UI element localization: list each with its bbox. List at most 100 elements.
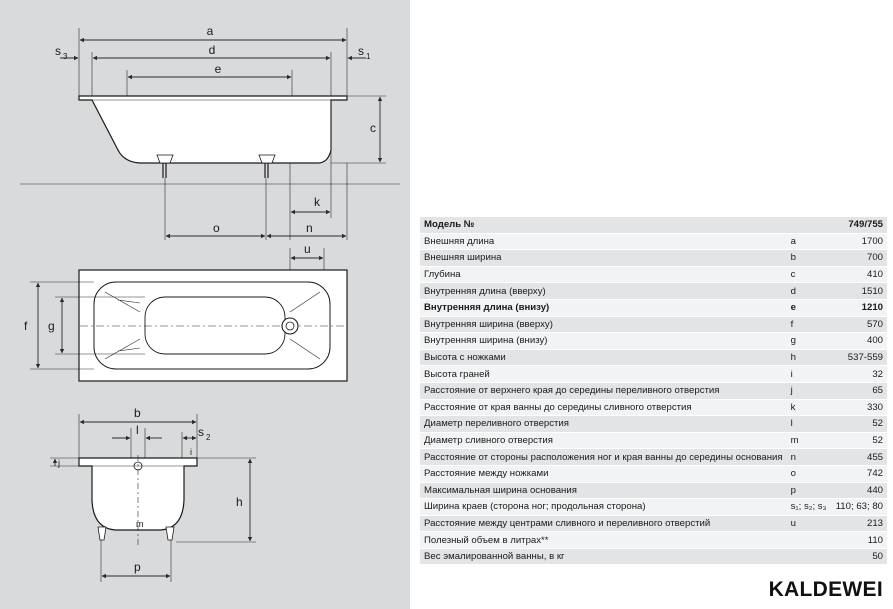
row-label: Диаметр сливного отверстия	[420, 432, 787, 450]
row-symbol	[786, 548, 832, 566]
label-l: l	[136, 423, 139, 437]
table-header-row: Модель № 749/755	[420, 217, 887, 234]
top-view-bottom	[144, 296, 286, 355]
label-j: j	[57, 458, 60, 468]
row-label: Глубина	[420, 266, 787, 284]
label-i: i	[190, 447, 192, 457]
row-symbol: n	[786, 448, 832, 466]
label-s1: s	[358, 44, 364, 58]
label-s1-sub: 1	[366, 52, 371, 61]
row-symbol: a	[786, 233, 832, 251]
label-g: g	[48, 319, 55, 333]
drain-hole	[281, 317, 299, 335]
label-n: n	[306, 221, 313, 235]
row-label: Внутренняя ширина (вверху)	[420, 316, 787, 334]
row-value: 32	[831, 365, 887, 383]
row-value: 455	[831, 448, 887, 466]
row-symbol: k	[786, 399, 832, 417]
foot-right	[258, 154, 276, 164]
row-symbol: m	[786, 432, 832, 450]
label-c: c	[370, 121, 376, 135]
row-symbol: s₁; s₂; s₃	[786, 498, 832, 516]
model-number: 749/755	[831, 217, 887, 234]
label-u: u	[304, 242, 311, 256]
row-label: Расстояние от края ванны до середины сли…	[420, 399, 787, 417]
row-label: Расстояние между ножками	[420, 465, 787, 483]
side-view-tub-body	[78, 95, 348, 164]
row-label: Внешняя длина	[420, 233, 787, 251]
row-value: 52	[831, 415, 887, 433]
label-h: h	[236, 495, 243, 509]
row-symbol: e	[786, 299, 832, 317]
row-symbol: h	[786, 349, 832, 367]
label-p: p	[134, 560, 141, 574]
label-s3: s	[55, 44, 61, 58]
row-value: 110	[831, 531, 887, 549]
row-label: Внутренняя длина (вверху)	[420, 282, 787, 300]
row-symbol: p	[786, 482, 832, 500]
row-value: 50	[831, 548, 887, 566]
row-value: 1700	[831, 233, 887, 251]
row-label: Расстояние между центрами сливного и пер…	[420, 515, 787, 533]
row-symbol: c	[786, 266, 832, 284]
row-label: Расстояние от стороны расположения ног и…	[420, 448, 787, 466]
table-row: Полезный объем в литрах** 110	[420, 531, 887, 549]
row-value: 52	[831, 432, 887, 450]
row-value: 330	[831, 399, 887, 417]
row-label: Полезный объем в литрах**	[420, 531, 787, 549]
table-row: Вес эмалированной ванны, в кг 50	[420, 548, 887, 566]
row-symbol: j	[786, 382, 832, 400]
row-label: Высота с ножками	[420, 349, 787, 367]
row-symbol: o	[786, 465, 832, 483]
row-label: Вес эмалированной ванны, в кг	[420, 548, 787, 566]
row-value: 570	[831, 316, 887, 334]
cross-section-view: b l s 2 j i m h p	[50, 406, 256, 582]
label-s2-sub: 2	[206, 433, 211, 442]
label-e: e	[215, 62, 222, 76]
row-value: 537-559	[831, 349, 887, 367]
row-label: Максимальная ширина основания	[420, 482, 787, 500]
row-symbol: i	[786, 365, 832, 383]
model-label: Модель №	[420, 217, 787, 234]
bathtub-technical-drawing: a d e s 3 s 1 c k o n u	[0, 0, 410, 609]
label-s2: s	[198, 425, 204, 439]
foot-left	[156, 154, 174, 164]
label-b: b	[134, 406, 141, 420]
side-view: a d e s 3 s 1 c k o n	[20, 24, 400, 240]
row-value: 742	[831, 465, 887, 483]
row-value: 110; 63; 80	[831, 498, 887, 516]
row-label: Диаметр переливного отверстия	[420, 415, 787, 433]
row-symbol: g	[786, 332, 832, 350]
label-d: d	[209, 43, 216, 57]
row-label: Внутренняя длина (внизу)	[420, 299, 787, 317]
table-row: Расстояние от верхнего края до середины …	[420, 382, 887, 400]
table-row: Расстояние от стороны расположения ног и…	[420, 448, 887, 466]
label-s3-sub: 3	[63, 52, 68, 61]
top-view: u f g	[24, 242, 348, 382]
label-m: m	[136, 519, 144, 529]
row-value: 1210	[831, 299, 887, 317]
row-label: Ширина краев (сторона ног; продольная ст…	[420, 498, 787, 516]
row-symbol: u	[786, 515, 832, 533]
row-symbol: l	[786, 415, 832, 433]
row-value: 440	[831, 482, 887, 500]
row-label: Высота граней	[420, 365, 787, 383]
row-value: 700	[831, 249, 887, 267]
row-symbol: b	[786, 249, 832, 267]
row-value: 213	[831, 515, 887, 533]
row-label: Расстояние от верхнего края до середины …	[420, 382, 787, 400]
row-value: 1510	[831, 282, 887, 300]
row-label: Внешняя ширина	[420, 249, 787, 267]
label-o: o	[213, 221, 220, 235]
